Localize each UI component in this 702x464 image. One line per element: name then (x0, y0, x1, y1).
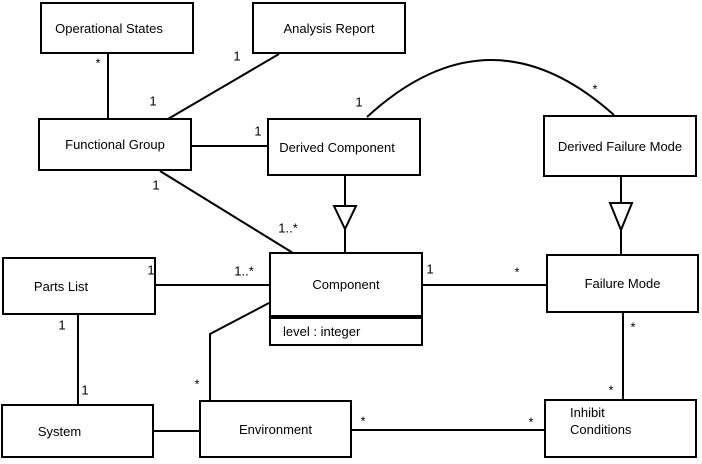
assoc-derived-component--derived-failure-mode (366, 59, 615, 118)
class-analysis-report: Analysis Report (252, 2, 406, 54)
attribute-label: level : integer (283, 324, 361, 339)
generalization-derived-component--component (332, 175, 358, 253)
multiplicity-label: 1 (149, 93, 157, 109)
class-label: System (37, 423, 82, 439)
class-derived-component: Derived Component (267, 118, 421, 176)
class-operational-states: Operational States (40, 2, 194, 54)
class-component: Component (269, 252, 423, 317)
class-system: System (1, 404, 154, 458)
hollow-triangle-icon (608, 202, 634, 233)
hollow-triangle-icon (332, 205, 358, 232)
multiplicity-label: * (528, 414, 534, 430)
multiplicity-label: 1 (152, 177, 160, 193)
class-inhibit-conditions: Inhibit Conditions (544, 399, 697, 458)
class-functional-group: Functional Group (38, 118, 192, 171)
generalization-derived-failure-mode--failure-mode (608, 175, 634, 255)
class-label: Parts List (33, 278, 89, 294)
multiplicity-label: 1 (233, 48, 241, 64)
multiplicity-label: * (514, 264, 520, 280)
multiplicity-label: 1 (147, 262, 155, 278)
class-label: Derived Component (279, 139, 395, 155)
class-failure-mode: Failure Mode (546, 254, 699, 313)
class-label: Environment (239, 421, 312, 437)
class-label: Operational States (55, 20, 163, 36)
class-label: Failure Mode (584, 276, 661, 291)
assoc-functional-group--component (159, 170, 294, 254)
assoc-analysis-report--functional-group (167, 53, 280, 120)
multiplicity-label: 1..* (278, 220, 298, 236)
multiplicity-label: 1 (58, 317, 66, 333)
class-label: Derived Failure Mode (557, 138, 683, 154)
multiplicity-label: 1 (426, 261, 434, 277)
class-parts-list: Parts List (2, 257, 156, 315)
class-label: Component (312, 277, 380, 292)
multiplicity-label: * (194, 376, 200, 392)
class-derived-failure-mode: Derived Failure Mode (543, 115, 697, 177)
multiplicity-label: * (592, 81, 598, 97)
multiplicity-label: 1 (81, 382, 89, 398)
class-environment: Environment (199, 400, 352, 458)
multiplicity-label: * (630, 319, 636, 335)
class-label: Inhibit Conditions (570, 405, 632, 437)
class-label: Functional Group (65, 137, 165, 152)
multiplicity-label: 1..* (234, 263, 254, 279)
multiplicity-label: * (608, 382, 614, 398)
multiplicity-label: * (360, 413, 366, 429)
assoc-component--environment (209, 302, 270, 401)
multiplicity-label: * (95, 55, 101, 71)
class-label: Analysis Report (283, 20, 375, 36)
multiplicity-label: 1 (254, 123, 262, 139)
multiplicity-label: 1 (355, 94, 363, 110)
class-component-attributes: level : integer (269, 317, 423, 346)
